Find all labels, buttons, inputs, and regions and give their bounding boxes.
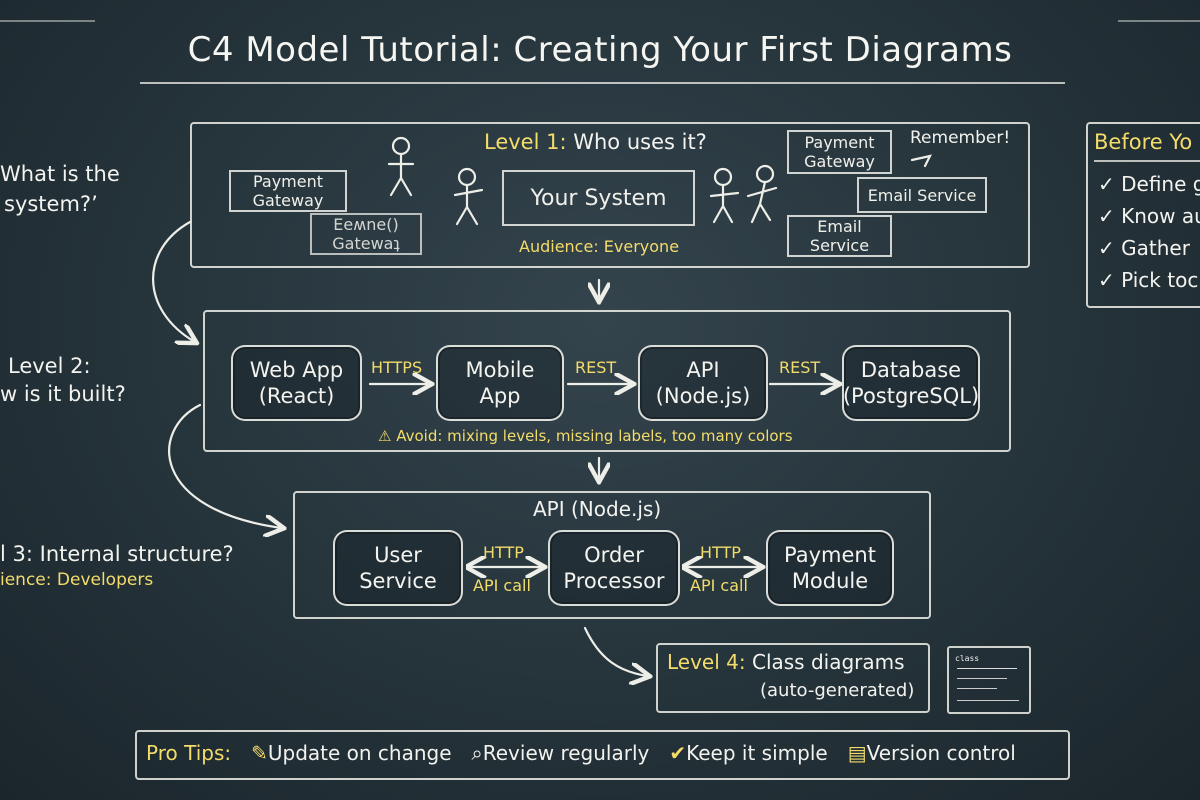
level4-heading: Level 4: Class diagrams	[667, 650, 905, 674]
checklist-heading: Before Yo	[1094, 130, 1193, 154]
payment-gateway-label: Payment Gateway	[252, 172, 324, 210]
link-label-rest: REST	[779, 358, 821, 377]
remember-note: Remember!	[910, 128, 1011, 148]
title-underline	[140, 82, 1065, 84]
pro-tips-row: Pro Tips: ✎Update on change ⌕Review regu…	[146, 741, 1016, 765]
left-note-q1-cont: system?’	[4, 192, 98, 216]
curve-arrow-2	[168, 403, 282, 528]
level1-heading-prefix: Level 1:	[484, 130, 567, 154]
checklist-item: ✓ Pick toc	[1098, 268, 1199, 292]
tip-simple: ✔Keep it simple	[669, 741, 828, 765]
magnifier-icon: ⌕	[471, 741, 483, 765]
page-title: C4 Model Tutorial: Creating Your First D…	[187, 30, 1013, 70]
checkmark-badge-icon: ✔	[669, 741, 687, 765]
check-icon: ✓	[1098, 236, 1115, 260]
check-icon: ✓	[1098, 204, 1115, 228]
check-icon: ✓	[1098, 268, 1115, 292]
left-note-level3: l 3: Internal structure?	[0, 542, 234, 566]
left-note-level3-audience: ience: Developers	[0, 570, 154, 590]
payment-gateway-smudged-box: Eeʍne() Gatewaʇ	[310, 213, 422, 255]
checklist-item: ✓ Gather	[1098, 236, 1190, 260]
edge-stroke	[0, 20, 95, 22]
checklist-item: ✓ Define g	[1098, 172, 1200, 196]
tip-review: ⌕Review regularly	[471, 741, 650, 765]
database-node: Database(PostgreSQL)	[842, 345, 980, 421]
level1-frame	[190, 122, 1030, 268]
document-stack-icon: ▤	[847, 741, 867, 765]
stick-figure-icon	[746, 164, 778, 224]
pencil-icon: ✎	[251, 741, 268, 765]
left-note-level2-cont: w is it built?	[0, 382, 126, 406]
warning-note: ⚠ Avoid: mixing levels, missing labels, …	[378, 427, 793, 445]
level4-subtitle: (auto-generated)	[760, 680, 915, 701]
link-label-http: HTTP	[483, 543, 524, 562]
left-note-q1: What is the	[0, 162, 120, 186]
stick-figure-icon	[709, 167, 740, 224]
tip-update: ✎Update on change	[251, 741, 452, 765]
level1-heading: Level 1: Who uses it?	[484, 130, 707, 154]
api-node: API(Node.js)	[638, 345, 768, 421]
class-diagram-thumbnail: class	[947, 646, 1031, 714]
payment-gateway-box: Payment Gateway	[229, 170, 347, 212]
your-system-box: Your System	[502, 170, 695, 226]
stick-figure-icon	[387, 136, 415, 197]
link-label-api-call: API call	[473, 576, 531, 595]
email-service-lower-label: Email Service	[809, 217, 870, 255]
left-note-level2: Level 2:	[8, 354, 91, 378]
curve-arrow-1	[152, 220, 195, 342]
link-label-http: HTTP	[700, 543, 741, 562]
stick-figure-icon	[453, 167, 484, 226]
level4-frame	[656, 643, 930, 713]
payment-gateway-right-label: Payment Gateway	[804, 133, 875, 171]
checklist-item: ✓ Know au	[1098, 204, 1200, 228]
link-label-https: HTTPS	[371, 358, 423, 377]
curve-arrow-3	[583, 626, 648, 676]
level3-frame	[293, 491, 931, 619]
remember-squiggle	[910, 154, 933, 168]
checklist-frame	[1086, 122, 1200, 308]
link-label-api-call: API call	[690, 576, 748, 595]
check-icon: ✓	[1098, 172, 1115, 196]
level1-heading-text: Who uses it?	[573, 130, 707, 154]
checklist-underline	[1094, 160, 1200, 162]
payment-gateway-right-box: Payment Gateway	[787, 130, 892, 174]
pro-tips-bar	[135, 730, 1070, 780]
warning-triangle-icon: ⚠	[378, 427, 392, 445]
email-service-lower-box: Email Service	[787, 215, 892, 257]
your-system-label: Your System	[530, 185, 667, 211]
link-label-rest: REST	[575, 358, 617, 377]
tip-version: ▤Version control	[847, 741, 1016, 765]
level1-audience: Audience: Everyone	[519, 237, 680, 256]
level3-heading: API (Node.js)	[533, 497, 662, 521]
email-service-right-label: Email Service	[867, 185, 977, 205]
web-app-node: Web App(React)	[231, 345, 362, 421]
email-service-right-box: Email Service	[857, 177, 987, 213]
payment-gateway-smudged-label: Eeʍne() Gatewaʇ	[332, 215, 400, 253]
edge-stroke	[1118, 20, 1200, 22]
level2-frame	[203, 310, 1011, 452]
